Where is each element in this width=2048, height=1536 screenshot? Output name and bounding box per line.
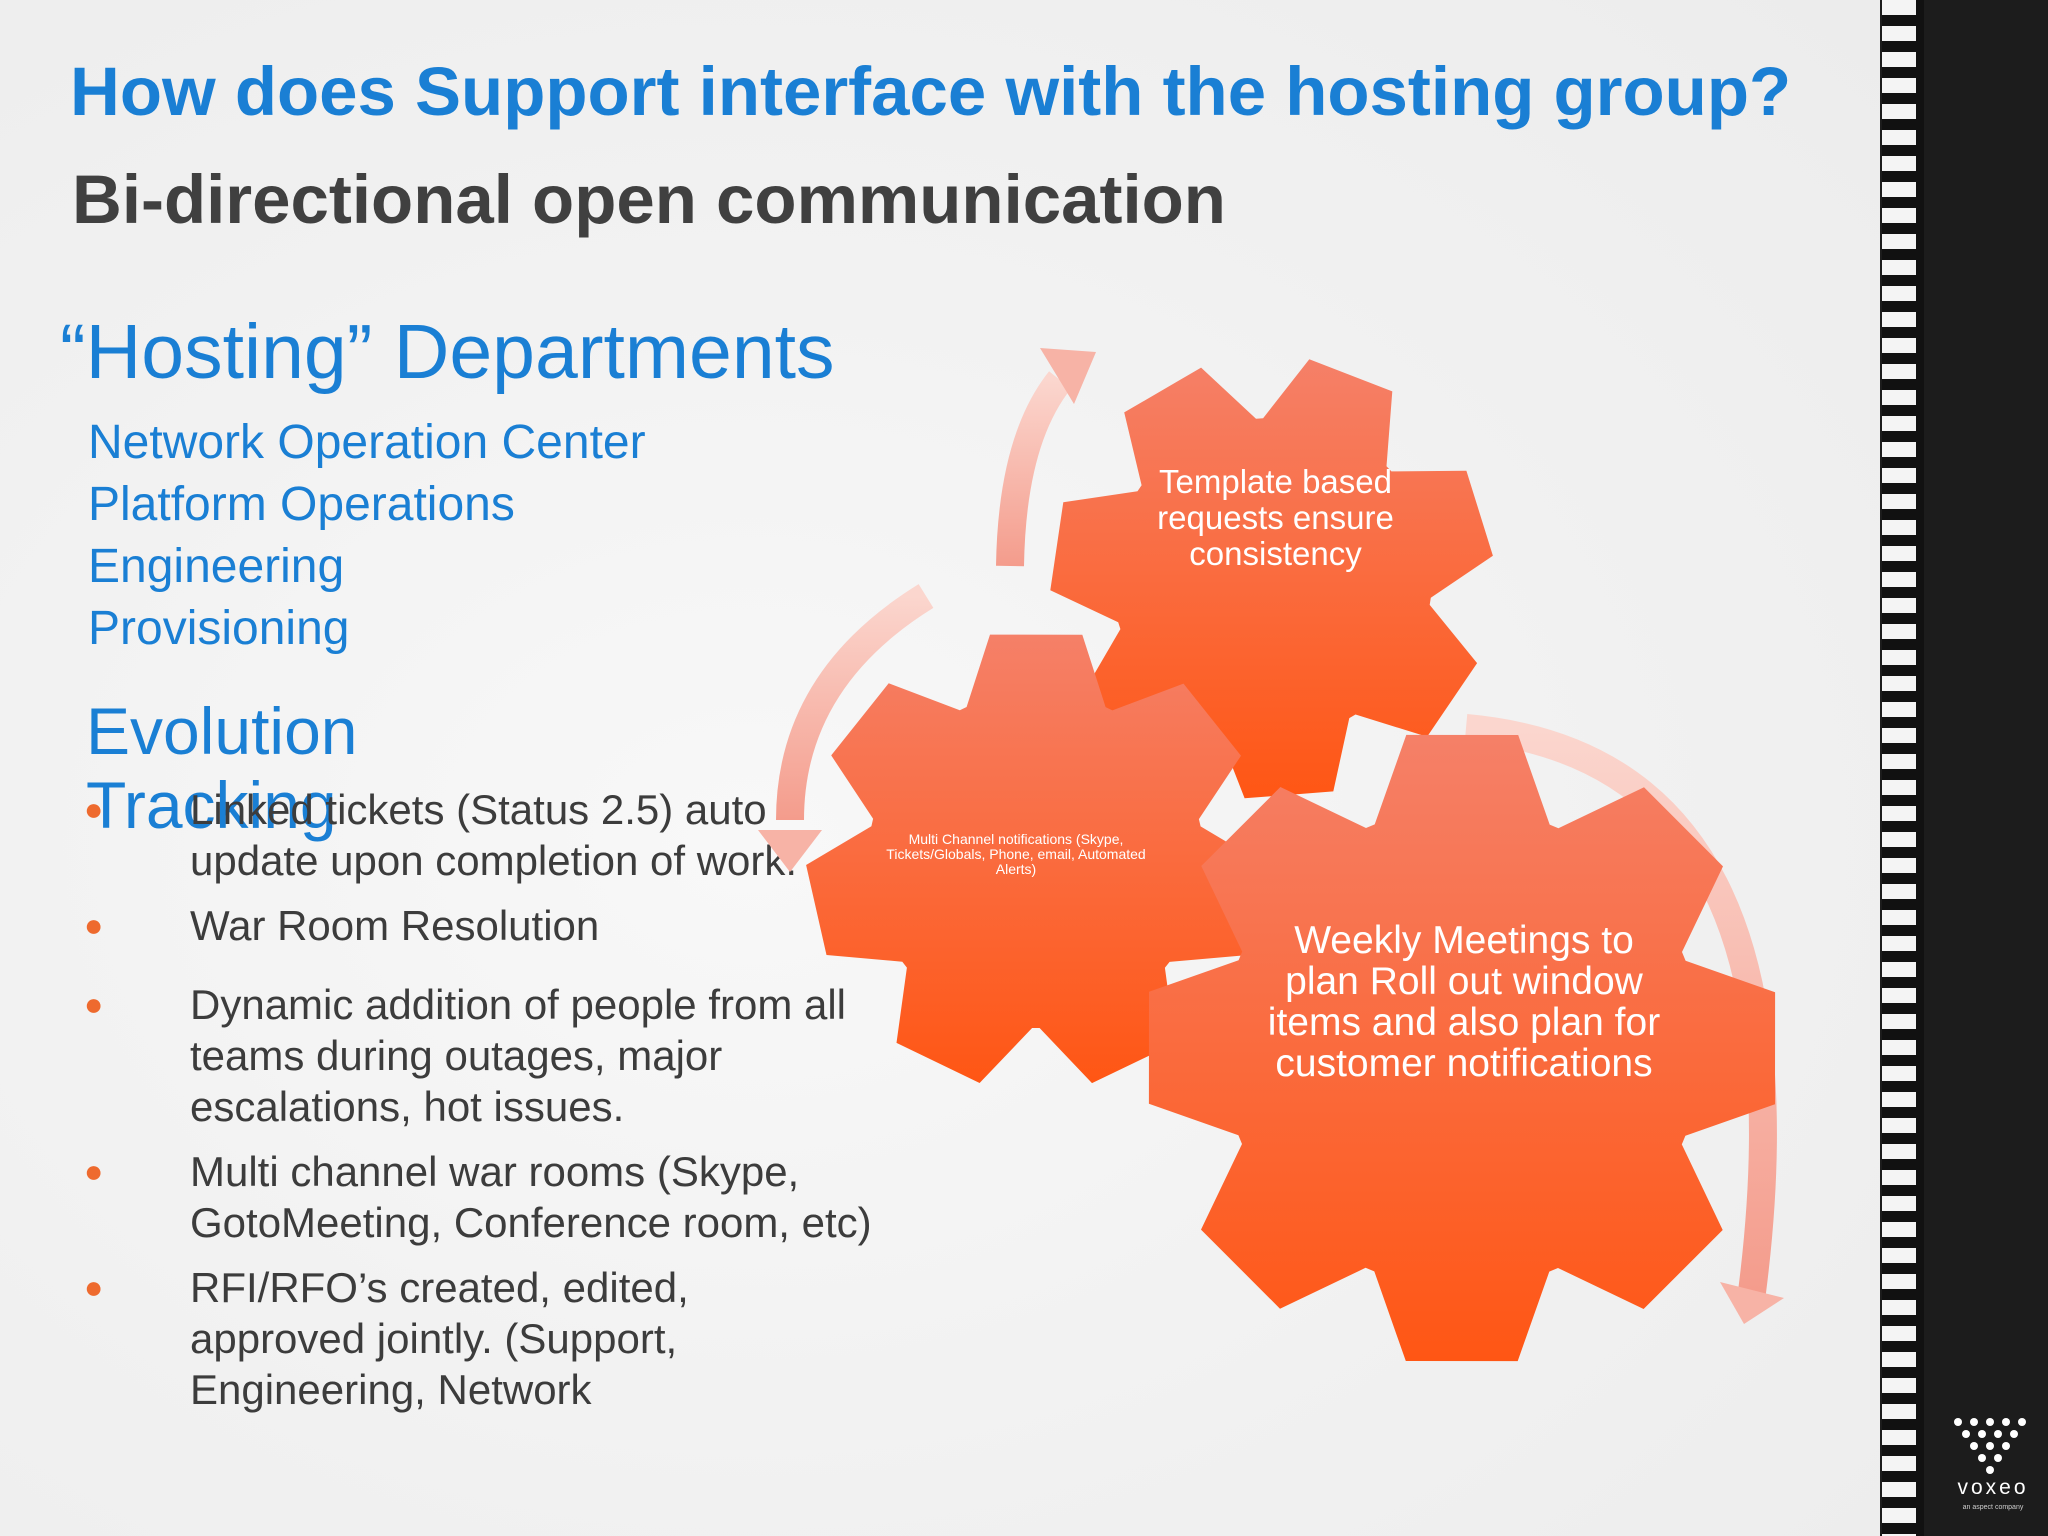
evolution-heading: Evolution Tracking: [86, 694, 358, 842]
slide-title: How does Support interface with the host…: [70, 53, 1792, 130]
bullet-icon: ●: [84, 986, 104, 1022]
bullet-text: RFI/RFO’s created, edited, approved join…: [190, 1264, 689, 1413]
slide-subtitle: Bi-directional open communication: [72, 161, 1226, 238]
gear-shape-small: [806, 634, 1266, 1084]
evolution-bullets: ● Linked tickets (Status 2.5) auto update…: [84, 784, 874, 1429]
departments-heading: “Hosting” Departments: [60, 309, 835, 395]
arrow-left: [776, 584, 934, 821]
film-edge: [1916, 0, 1924, 1536]
arrow-top-left: [996, 371, 1072, 567]
gear-big-label: Weekly Meetings to plan Roll out window …: [1267, 919, 1661, 1085]
department-item: Provisioning: [88, 602, 350, 655]
arrow-head-top: [1040, 348, 1096, 404]
bullet-item: ● Dynamic addition of people from all tea…: [84, 979, 874, 1132]
bullet-icon: ●: [84, 1269, 104, 1305]
arrow-right: [1464, 714, 1777, 1294]
bullet-item: ● RFI/RFO’s created, edited, approved joi…: [84, 1262, 874, 1415]
department-item: Network Operation Center: [88, 416, 646, 469]
bullet-text: Linked tickets (Status 2.5) auto update …: [190, 786, 798, 884]
arrow-heads: [758, 348, 1784, 1324]
gears-diagram: [758, 348, 1784, 1362]
bullet-item: ● Multi channel war rooms (Skype, GotoMee…: [84, 1146, 874, 1248]
cycle-arrows: [776, 371, 1777, 1294]
gear-shape-big: [1148, 734, 1776, 1362]
bullet-icon: ●: [84, 907, 104, 943]
bullet-text: Dynamic addition of people from all team…: [190, 981, 847, 1130]
bullet-text: War Room Resolution: [190, 902, 600, 949]
bullet-text: Multi channel war rooms (Skype, GotoMeet…: [190, 1148, 872, 1246]
department-item: Engineering: [88, 540, 345, 593]
voxeo-logo-tagline: an aspect company: [1962, 1504, 2024, 1511]
departments-list: Network Operation Center Platform Operat…: [88, 412, 646, 660]
voxeo-logo-icon: [1954, 1418, 2026, 1474]
department-item: Platform Operations: [88, 478, 515, 531]
bullet-icon: ●: [84, 1153, 104, 1189]
voxeo-logo-text: voxeo: [1957, 1476, 2029, 1499]
gear-shape-top: [1050, 359, 1493, 799]
gear-top-label: Template based requests ensure consisten…: [1157, 463, 1394, 572]
bullet-item: ● War Room Resolution: [84, 900, 874, 951]
arrow-head-left: [758, 830, 822, 872]
bullet-item: ● Linked tickets (Status 2.5) auto update…: [84, 784, 874, 886]
bullet-icon: ●: [84, 791, 104, 827]
arrow-head-right: [1720, 1282, 1784, 1324]
gear-small-label: Multi Channel notifications (Skype, Tick…: [886, 831, 1146, 877]
film-perforations: [1882, 0, 1916, 1536]
